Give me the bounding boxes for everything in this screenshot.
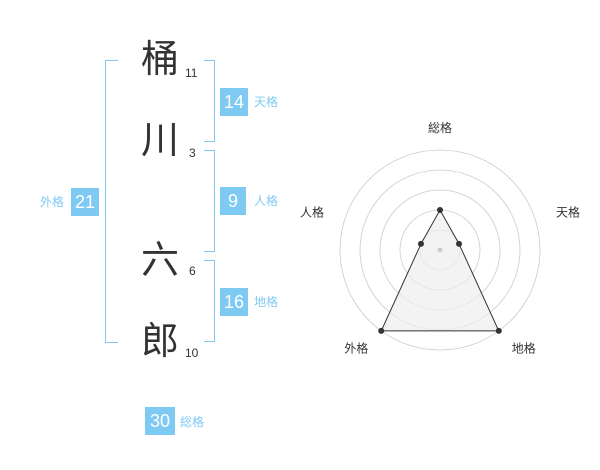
radar-axis-label: 天格 xyxy=(556,204,580,219)
stroke-count-1: 11 xyxy=(185,66,198,80)
name-char-1: 桶 xyxy=(141,37,180,81)
radar-data-point xyxy=(495,327,502,334)
soukaku-label: 総格 xyxy=(180,415,205,429)
gaikaku-bracket xyxy=(105,60,118,343)
jinkaku-bracket xyxy=(204,150,215,252)
name-char-3: 六 xyxy=(141,238,180,282)
stroke-count-2: 3 xyxy=(189,146,196,160)
stroke-count-4: 10 xyxy=(185,346,199,360)
chikaku-label: 地格 xyxy=(254,295,279,309)
radar-data-point xyxy=(437,207,443,213)
name-char-2: 川 xyxy=(141,118,180,162)
tenkaku-bracket xyxy=(204,60,215,142)
radar-data-point xyxy=(456,240,463,247)
radar-axis-label: 外格 xyxy=(344,341,368,356)
gaikaku-value-badge: 21 xyxy=(71,188,99,216)
radar-data-point xyxy=(378,327,385,334)
chikaku-bracket xyxy=(204,260,215,342)
soukaku-value-badge: 30 xyxy=(145,407,175,435)
gaikaku-label: 外格 xyxy=(40,195,65,209)
chikaku-value-badge: 16 xyxy=(220,288,248,316)
jinkaku-value-badge: 9 xyxy=(220,187,246,215)
tenkaku-value-badge: 14 xyxy=(220,88,248,116)
stroke-count-3: 6 xyxy=(189,264,196,278)
radar-grid-ring xyxy=(339,149,541,351)
radar-center-point xyxy=(437,247,443,253)
tenkaku-label: 天格 xyxy=(254,95,279,109)
radar-data-polygon xyxy=(380,208,500,332)
name-char-4: 郎 xyxy=(141,319,180,363)
jinkaku-label: 人格 xyxy=(254,194,279,208)
radar-axis-label: 人格 xyxy=(300,204,324,219)
radar-data-point xyxy=(417,240,424,247)
radar-axis-label: 総格 xyxy=(428,120,452,135)
radar-axis-label: 地格 xyxy=(512,341,536,356)
